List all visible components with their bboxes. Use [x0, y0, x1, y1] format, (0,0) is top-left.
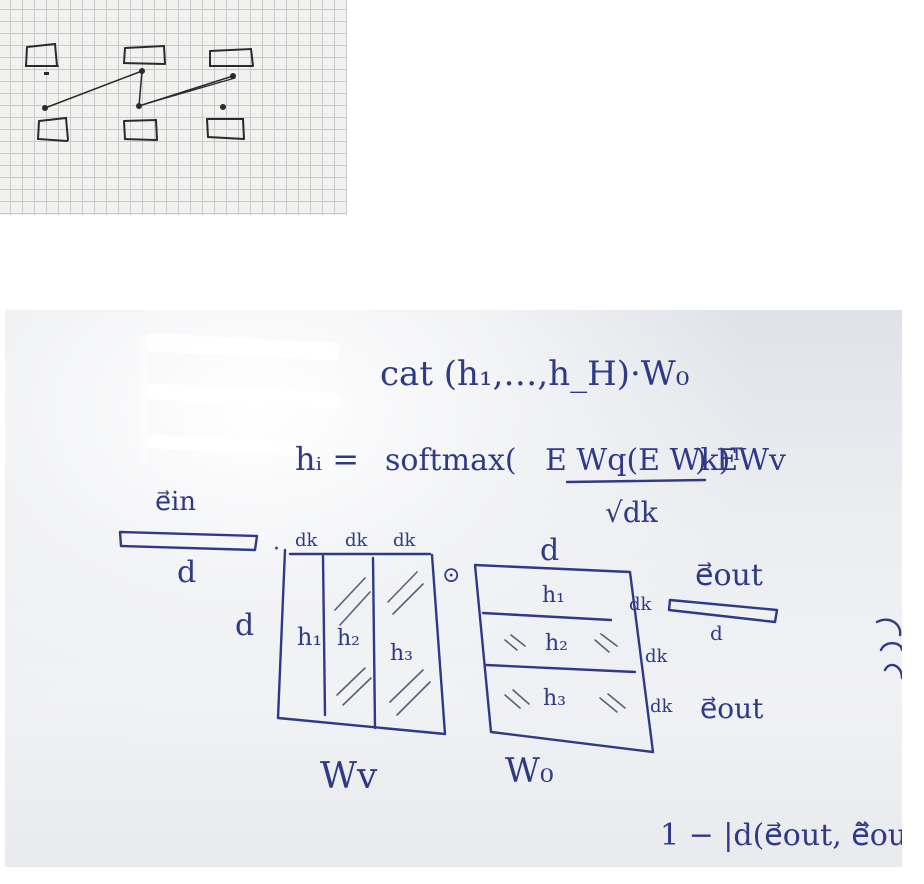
wo-label: W₀ [505, 751, 554, 791]
fraction-bar [565, 478, 707, 484]
paper-photo [0, 0, 347, 215]
bottom-box-2 [123, 118, 158, 141]
svg-text:dk: dk [295, 530, 319, 551]
mark-1 [44, 72, 49, 75]
head-lhs: hᵢ = [295, 440, 359, 478]
circle-operator: ⊙ [442, 563, 460, 588]
bottom-formula: 1 − |d(e⃗out, ẽ⃗out)| [660, 818, 902, 853]
svg-text:dk: dk [393, 530, 417, 551]
edge-doodle [875, 618, 902, 680]
dot-1 [42, 105, 48, 111]
d-label-left: d [177, 555, 196, 590]
svg-text:dk: dk [650, 696, 674, 717]
head-denominator: √dk [605, 496, 659, 529]
e-out-label-2: e⃗out [700, 692, 764, 725]
formula-top: cat (h₁,…,h_H)·W₀ [380, 354, 689, 394]
d-side-label: d [235, 608, 254, 643]
svg-text:h₃: h₃ [390, 641, 413, 666]
e-in-label: e⃗in [155, 487, 196, 517]
wo-d-label: d [540, 533, 559, 568]
svg-text:h₁: h₁ [297, 623, 322, 651]
svg-text:h₃: h₃ [543, 686, 566, 711]
link-4 [144, 77, 236, 105]
dot-operator: · [273, 537, 280, 562]
glare [140, 333, 341, 465]
wo-matrix: d h₁ h₂ h₃ dk dk dk W₀ [473, 533, 674, 791]
wv-label: Wv [320, 756, 378, 797]
e-out-vector [667, 598, 779, 624]
d-under-eout: d [710, 621, 723, 645]
wv-matrix: dk dk dk d h₁ h₂ h₃ Wv [235, 530, 447, 797]
svg-text:dk: dk [645, 646, 669, 667]
svg-text:dk: dk [629, 594, 653, 615]
link-2 [138, 70, 143, 107]
head-tail: ) EWv [695, 443, 786, 478]
dot-4 [230, 73, 236, 79]
top-box-3 [209, 47, 254, 67]
dot-3 [136, 103, 142, 109]
paper-sketch [24, 42, 254, 142]
e-in-vector [118, 530, 259, 552]
head-softmax: softmax( [385, 443, 517, 478]
bottom-box-3 [206, 118, 245, 140]
whiteboard-drawing: cat (h₁,…,h_H)·W₀ hᵢ = softmax( E Wq(E W… [118, 333, 902, 853]
svg-text:h₁: h₁ [542, 583, 565, 608]
top-box-1 [24, 42, 59, 67]
svg-text:dk: dk [345, 530, 369, 551]
top-box-2 [122, 44, 166, 65]
dot-5 [220, 104, 226, 110]
head-numerator: E Wq(E Wk)ᵀ [545, 443, 743, 478]
whiteboard-photo: cat (h₁,…,h_H)·W₀ hᵢ = softmax( E Wq(E W… [5, 310, 902, 867]
svg-text:h₂: h₂ [545, 631, 568, 656]
e-out-label: e⃗out [695, 558, 763, 593]
svg-text:h₂: h₂ [337, 626, 360, 651]
bottom-box-1 [36, 116, 69, 142]
dot-2 [139, 68, 145, 74]
link-1 [44, 70, 143, 109]
